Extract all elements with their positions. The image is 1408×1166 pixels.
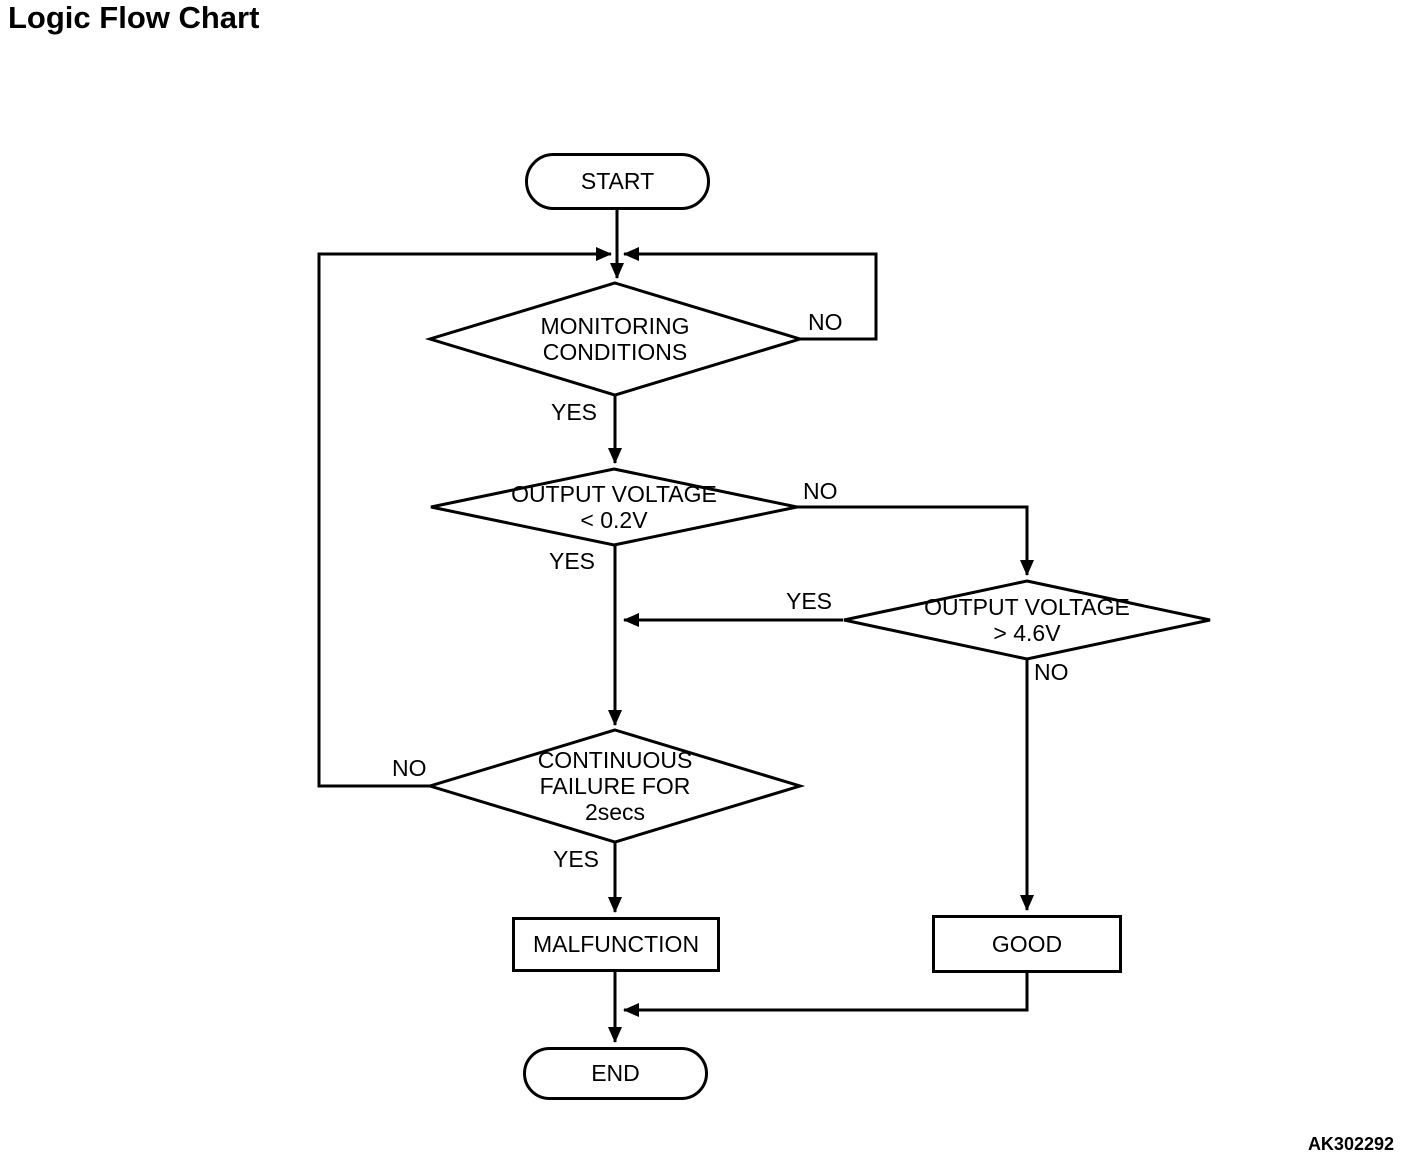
decision-continuous-shape <box>424 728 806 844</box>
decision-output-low-shape <box>430 467 798 547</box>
edge-label-continuous-no: NO <box>392 755 427 781</box>
start-node: START <box>525 153 710 210</box>
decision-monitoring-shape <box>424 281 806 397</box>
decision-monitoring-line1: MONITORING <box>540 313 690 339</box>
edge-label-monitoring-yes: YES <box>551 399 598 425</box>
decision-monitoring-line2: CONDITIONS <box>542 339 688 365</box>
decision-monitoring-label: MONITORING CONDITIONS <box>430 283 800 395</box>
decision-output-low-line1: OUTPUT VOLTAGE <box>511 481 717 507</box>
malfunction-node: MALFUNCTION <box>512 917 720 972</box>
start-node-label: START <box>580 168 655 194</box>
decision-output-high-line1: OUTPUT VOLTAGE <box>924 594 1130 620</box>
edge-output-low-no <box>797 505 1034 576</box>
good-node-label: GOOD <box>991 930 1063 957</box>
end-node: END <box>523 1047 708 1100</box>
decision-output-high-label: OUTPUT VOLTAGE > 4.6V <box>844 581 1210 659</box>
decision-continuous-label: CONTINUOUS FAILURE FOR 2secs <box>430 730 800 842</box>
edge-continuous-no-loop <box>317 247 612 788</box>
edge-label-continuous-yes: YES <box>553 846 600 872</box>
edge-label-monitoring-no: NO <box>808 309 843 335</box>
edge-monitoring-no-loop <box>623 247 878 341</box>
figure-code: AK302292 <box>1307 1134 1394 1154</box>
decision-output-low-line2: < 0.2V <box>580 507 648 533</box>
edge-label-output-low-no: NO <box>803 478 838 504</box>
edge-label-output-low-yes: YES <box>549 548 596 574</box>
decision-output-high-shape <box>843 579 1211 661</box>
edge-good-to-end <box>623 973 1029 1017</box>
good-node: GOOD <box>932 915 1122 973</box>
edge-label-output-high-no: NO <box>1034 659 1069 685</box>
edge-label-output-high-yes: YES <box>786 588 833 614</box>
decision-continuous-line1: CONTINUOUS <box>537 747 693 773</box>
decision-output-low-label: OUTPUT VOLTAGE < 0.2V <box>431 469 797 545</box>
end-node-label: END <box>591 1060 640 1086</box>
decision-continuous-line2: FAILURE FOR <box>539 773 691 799</box>
decision-output-high-line2: > 4.6V <box>993 620 1061 646</box>
decision-continuous-line3: 2secs <box>584 799 646 825</box>
malfunction-node-label: MALFUNCTION <box>532 931 700 957</box>
page-title: Logic Flow Chart <box>8 0 260 35</box>
